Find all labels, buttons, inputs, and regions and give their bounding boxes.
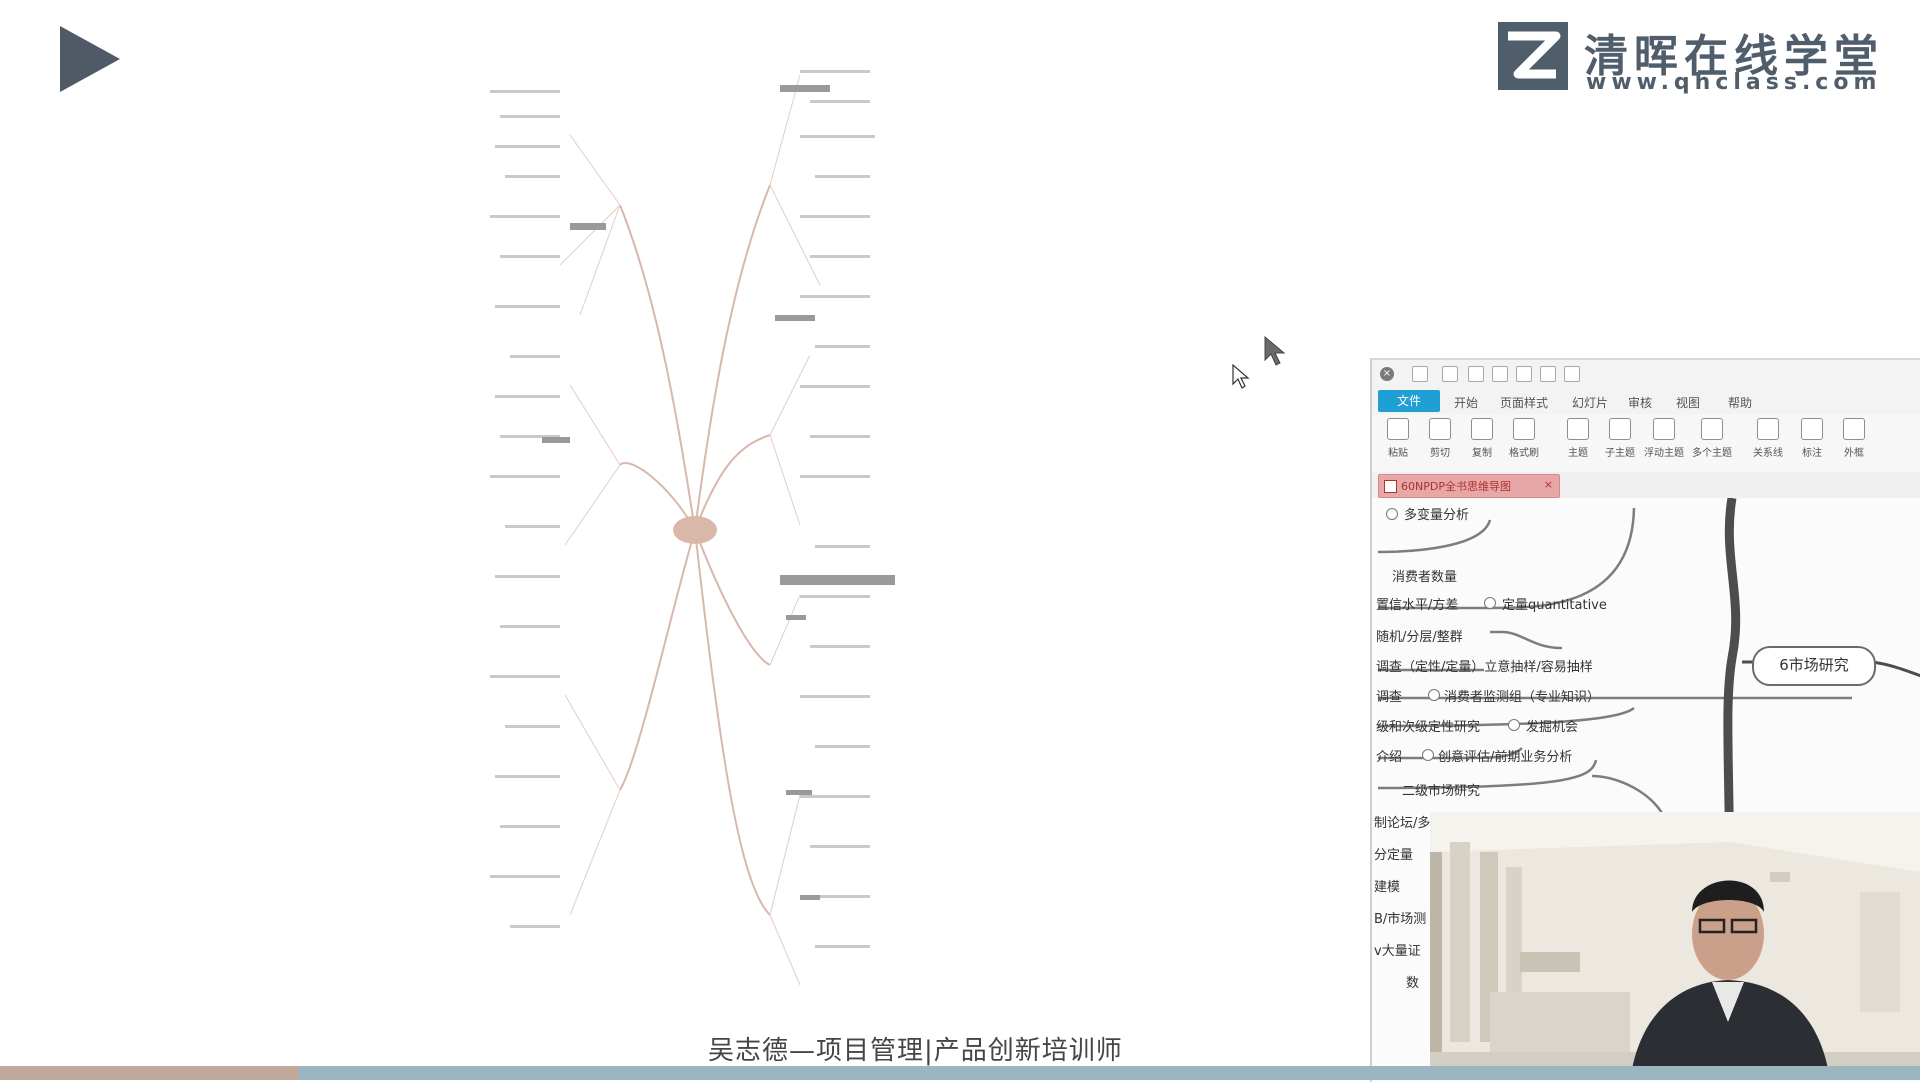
close-icon[interactable]: × (1380, 367, 1394, 381)
tab-help[interactable]: 帮助 (1728, 396, 1753, 410)
presenter-webcam (1430, 812, 1920, 1080)
video-caption: 吴志德—项目管理|产品创新培训师 (708, 1036, 1123, 1066)
floating-topic-button[interactable]: 浮动主题 (1644, 418, 1684, 459)
logo-url: www.qhclass.com (1586, 70, 1882, 95)
subtopic-button[interactable]: 子主题 (1600, 418, 1640, 459)
collapse-toggle-icon[interactable] (1508, 719, 1520, 731)
mindmap-node[interactable]: 定量quantitative (1502, 598, 1607, 613)
video-progress-bar[interactable] (0, 1066, 1920, 1080)
mindmap-node[interactable]: 创意评估/前期业务分析 (1438, 750, 1573, 765)
logo-title: 清晖在线学堂 (1584, 31, 1884, 82)
mouse-cursor-icon (1232, 364, 1250, 389)
topic-icon (1567, 418, 1589, 440)
new-file-icon[interactable] (1468, 366, 1484, 382)
tab-review[interactable]: 审核 (1628, 396, 1653, 410)
callout-icon (1801, 418, 1823, 440)
mindmap-node[interactable]: v大量证 (1374, 944, 1421, 959)
document-tab[interactable]: 60NPDP全书思维导图 × (1378, 474, 1560, 498)
boundary-button[interactable]: 外框 (1834, 418, 1874, 459)
mindmap-node[interactable]: 消费者数量 (1392, 570, 1458, 585)
collapse-toggle-icon[interactable] (1484, 597, 1496, 609)
open-folder-icon[interactable] (1492, 366, 1508, 382)
mindmap-node[interactable]: 建模 (1374, 880, 1401, 895)
callout-button[interactable]: 标注 (1792, 418, 1832, 459)
tab-view[interactable]: 视图 (1676, 396, 1701, 410)
ribbon-toolbar: 粘贴 剪切 复制 格式刷 主题 子主题 浮动主题 多个主题 关系线 标注 外框 (1372, 414, 1920, 473)
collapse-toggle-icon[interactable] (1428, 689, 1440, 701)
mindmap-node[interactable]: 消费者监测组（专业知识） (1444, 690, 1601, 705)
paste-button[interactable]: 粘贴 (1378, 418, 1418, 459)
mindmap-main-topic[interactable]: 6市场研究 (1752, 646, 1876, 686)
floating-topic-icon (1653, 418, 1675, 440)
document-icon (1384, 480, 1397, 493)
redo-icon[interactable] (1442, 366, 1458, 382)
format-painter-button[interactable]: 格式刷 (1504, 418, 1544, 459)
relationship-line-icon (1757, 418, 1779, 440)
logo-mark-icon (1498, 22, 1568, 90)
mindmap-node[interactable]: 调查（定性/定量）立意抽样/容易抽样 (1376, 660, 1593, 675)
subtopic-icon (1609, 418, 1631, 440)
mindmap-node[interactable]: 介绍 (1376, 750, 1403, 765)
relationship-button[interactable]: 关系线 (1748, 418, 1788, 459)
collapse-toggle-icon[interactable] (1422, 749, 1434, 761)
format-painter-icon (1513, 418, 1535, 440)
save-icon[interactable] (1516, 366, 1532, 382)
mindmap-overview (490, 70, 895, 986)
collapse-toggle-icon[interactable] (1386, 508, 1398, 520)
mindmap-node[interactable]: 随机/分层/整群 (1376, 630, 1463, 645)
print-icon[interactable] (1540, 366, 1556, 382)
tab-file[interactable]: 文件 (1378, 390, 1440, 412)
mindmap-node[interactable]: 置信水平/方差 (1376, 598, 1459, 613)
mindmap-node[interactable]: 多变量分析 (1404, 508, 1470, 523)
tab-page-style[interactable]: 页面样式 (1500, 396, 1549, 410)
cut-icon (1429, 418, 1451, 440)
mindmap-connectors (1377, 498, 1920, 1019)
copy-icon (1471, 418, 1493, 440)
quick-access-toolbar: × (1372, 360, 1920, 388)
mindmap-node[interactable]: 二级市场研究 (1402, 784, 1481, 799)
undo-icon[interactable] (1412, 366, 1428, 382)
tab-start[interactable]: 开始 (1454, 396, 1479, 410)
boundary-icon (1843, 418, 1865, 440)
ribbon-tab-bar: 文件 开始 页面样式 幻灯片 审核 视图 帮助 (1372, 388, 1920, 414)
copy-button[interactable]: 复制 (1462, 418, 1502, 459)
brand-logo: 清晖在线学堂 www.qhclass.com (1498, 20, 1898, 96)
cut-button[interactable]: 剪切 (1420, 418, 1460, 459)
multiple-topics-button[interactable]: 多个主题 (1692, 418, 1732, 459)
mindmap-node[interactable]: 制论坛/多 (1374, 816, 1431, 831)
mindmap-node[interactable]: 发掘机会 (1526, 720, 1579, 735)
video-progress-fill (0, 1066, 298, 1080)
close-tab-icon[interactable]: × (1543, 478, 1553, 491)
tab-slides[interactable]: 幻灯片 (1572, 396, 1609, 410)
paste-icon (1387, 418, 1409, 440)
mindmap-node[interactable]: 级和次级定性研究 (1376, 720, 1481, 735)
mindmap-node[interactable]: 调查 (1376, 690, 1403, 705)
mindmap-node[interactable]: B/市场测 (1374, 912, 1427, 927)
mindmap-node[interactable]: 数 (1406, 976, 1420, 991)
mindmap-node[interactable]: 分定量 (1374, 848, 1414, 863)
topic-button[interactable]: 主题 (1558, 418, 1598, 459)
export-icon[interactable] (1564, 366, 1580, 382)
play-icon[interactable] (60, 26, 120, 92)
document-tab-bar: 60NPDP全书思维导图 × (1372, 472, 1920, 498)
cursor-icon-shadow (1264, 336, 1286, 366)
multiple-topics-icon (1701, 418, 1723, 440)
